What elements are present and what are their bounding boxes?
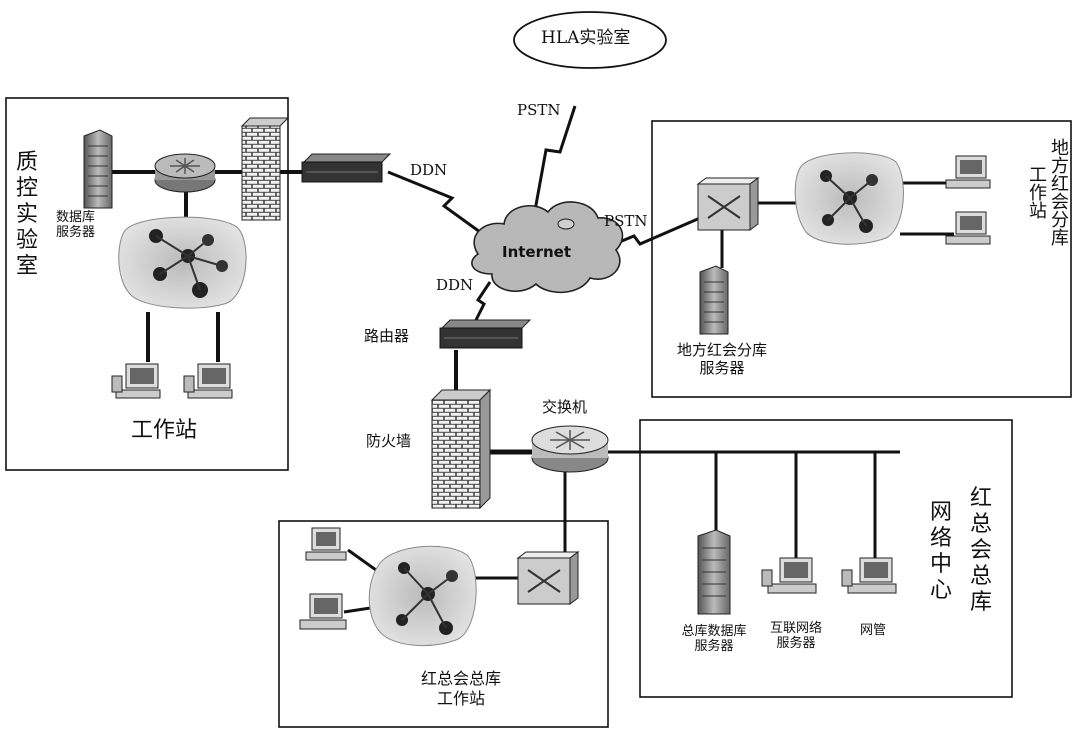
branch-server-icon xyxy=(699,265,729,335)
ddn-mid-label: DDN xyxy=(436,276,474,294)
main-switch-icon xyxy=(531,425,609,473)
netadmin-pc-icon xyxy=(841,557,897,594)
branch-box xyxy=(651,120,1072,398)
ddn-top-label: DDN xyxy=(410,161,448,179)
branch-server-label: 地方红会分库 服务器 xyxy=(676,341,767,377)
qc-lan-hub-icon xyxy=(118,216,247,309)
hq-workstation-box xyxy=(278,520,609,728)
firewall-label: 防火墙 xyxy=(366,432,412,450)
hla-lab-bubble xyxy=(513,11,667,69)
hq-workstation-label: 红总会总库 工作站 xyxy=(420,669,501,708)
hq-network-center-box xyxy=(639,419,1013,698)
branch-workstation-text: 地方红会分库 工作站 xyxy=(1026,138,1069,246)
switch-label: 交换机 xyxy=(542,398,588,416)
internet-server-label: 互联网络 服务器 xyxy=(769,621,822,651)
branch-workstation-label: 地方红会分库 工作站 xyxy=(1016,138,1078,318)
branch-lan-hub-icon xyxy=(794,152,904,245)
qc-pc-icon-1 xyxy=(111,363,161,399)
qc-router-icon xyxy=(154,153,216,193)
db-server-label: 数据库 服务器 xyxy=(56,210,96,240)
pstn-right-label: PSTN xyxy=(604,212,648,230)
internet-cloud xyxy=(471,201,624,294)
qc-lab-title: 质控实验室 xyxy=(16,150,39,279)
network-center-title: 网络中心 xyxy=(929,500,952,603)
internet-server-pc-icon xyxy=(761,557,817,594)
db-server-icon xyxy=(83,129,113,209)
netadmin-label: 网管 xyxy=(860,623,887,638)
hla-lab-label: HLA实验室 xyxy=(541,28,631,48)
hq-db-server-label: 总库数据库 服务器 xyxy=(681,624,747,654)
pstn-top-label: PSTN xyxy=(517,101,561,119)
main-firewall-icon xyxy=(430,388,492,510)
qc-firewall-icon xyxy=(240,117,290,221)
internet-label: Internet xyxy=(502,243,572,261)
router-icon xyxy=(439,319,532,349)
hq-ws-switch-icon xyxy=(516,551,580,605)
qc-pc-icon-2 xyxy=(183,363,233,399)
branch-pc-icon-1 xyxy=(945,155,991,189)
hq-title: 红总会总库 xyxy=(969,486,992,615)
workstation-label: 工作站 xyxy=(131,418,198,443)
qc-lab-box xyxy=(5,97,289,471)
branch-pc-icon-2 xyxy=(945,211,991,245)
hq-ws-pc-icon-1 xyxy=(305,527,347,561)
hq-ws-pc-icon-2 xyxy=(299,593,347,630)
ddn-modem-icon xyxy=(301,153,392,183)
hq-ws-lan-hub-icon xyxy=(368,545,477,647)
branch-switch-icon xyxy=(696,177,760,231)
router-label: 路由器 xyxy=(364,327,410,345)
hq-db-server-icon xyxy=(697,529,731,615)
